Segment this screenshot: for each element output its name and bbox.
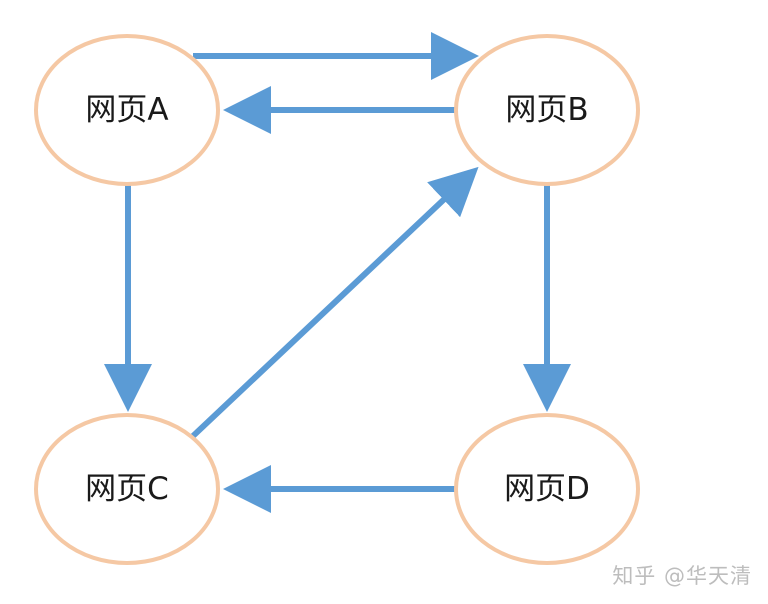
- node-d: 网页D: [454, 413, 640, 565]
- nodes-layer: 网页A 网页B 网页C 网页D: [34, 34, 640, 565]
- node-b-label: 网页B: [505, 92, 588, 128]
- node-c-label: 网页C: [85, 471, 169, 507]
- node-a-label: 网页A: [85, 92, 168, 128]
- node-a: 网页A: [34, 34, 220, 186]
- node-a-ellipse: [34, 34, 220, 186]
- edges-layer: [104, 32, 571, 513]
- node-c: 网页C: [34, 413, 220, 565]
- node-b: 网页B: [454, 34, 640, 186]
- node-d-ellipse: [454, 413, 640, 565]
- node-c-ellipse: [34, 413, 220, 565]
- node-b-ellipse: [454, 34, 640, 186]
- edge-c-to-b: [190, 166, 479, 439]
- node-d-label: 网页D: [504, 471, 590, 507]
- watermark-text: 知乎 @华天清: [612, 564, 752, 588]
